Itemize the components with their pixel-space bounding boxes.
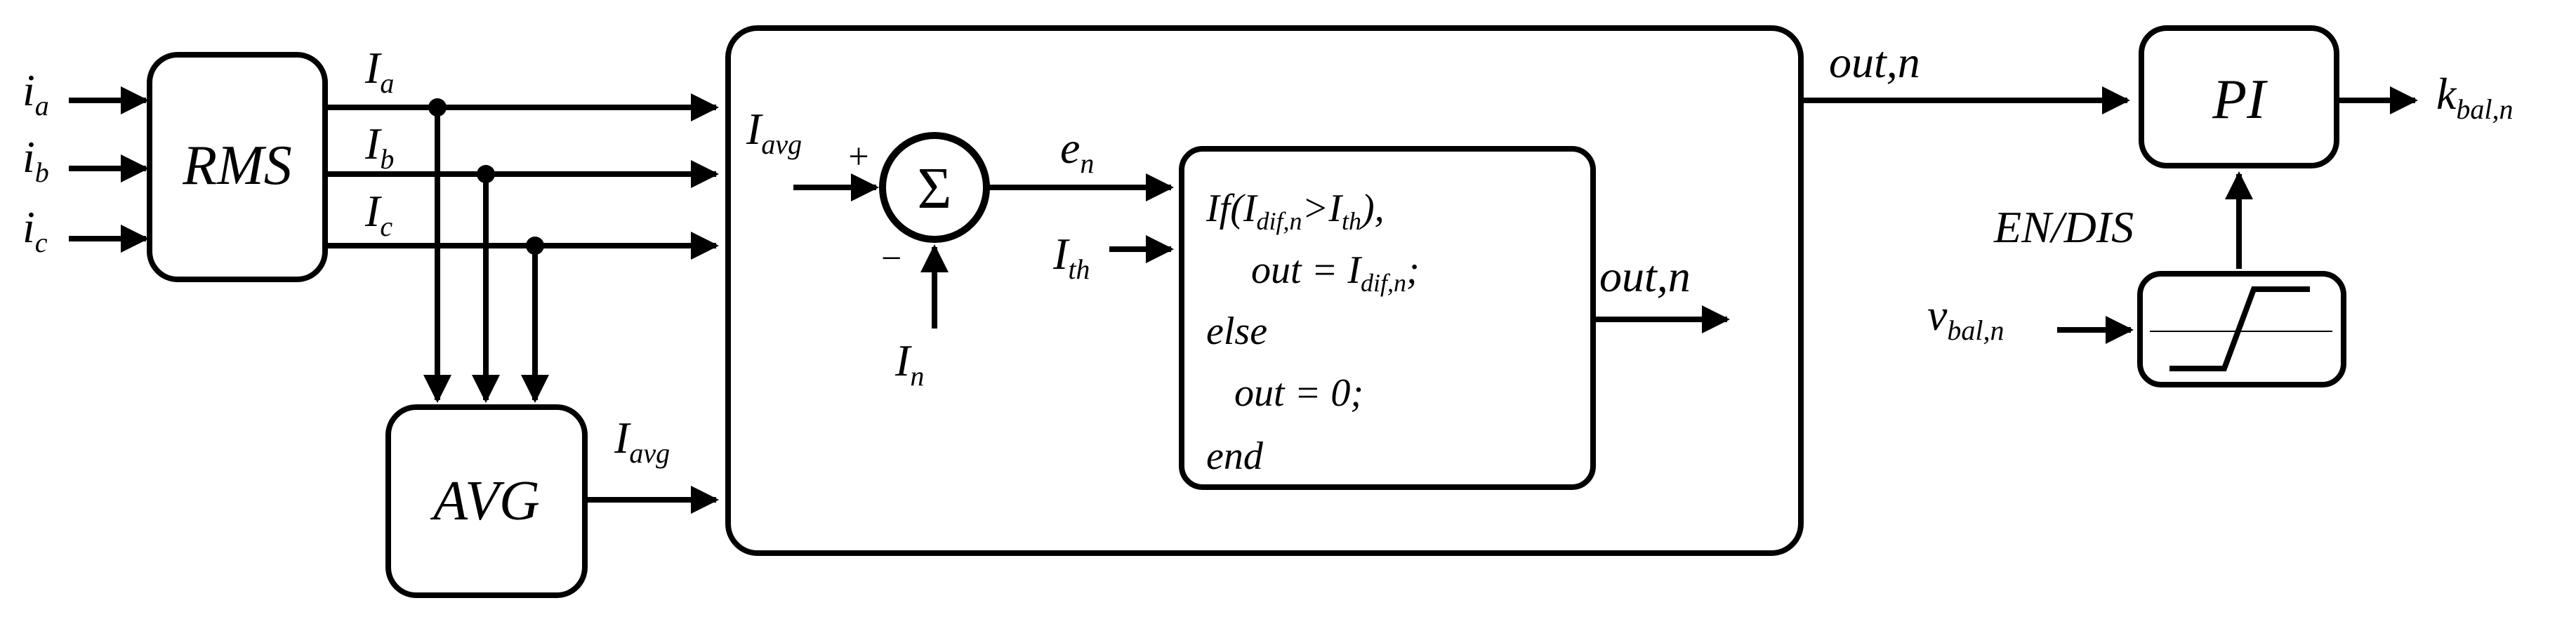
signal-ib-label: Ib [364, 119, 394, 175]
logic-line-2: out = Idif,n; [1251, 248, 1420, 297]
signal-in-label: In [894, 336, 924, 392]
sum-minus-sign: − [881, 239, 901, 279]
rms-block-label: RMS [182, 135, 292, 197]
signal-ith-label: Ith [1052, 229, 1090, 285]
rms-block [147, 52, 328, 282]
logic-line-1: If(Idif,n>Ith), [1206, 187, 1385, 235]
pi-block-label: PI [2212, 69, 2268, 131]
main-out-label: out,n [1829, 37, 1920, 87]
signal-iavg-label: Iavg [614, 413, 670, 469]
pi-controller-block [2139, 25, 2339, 168]
logic-line-5: end [1206, 434, 1264, 478]
summer-iavg-label: Iavg [746, 104, 802, 160]
inner-out-label: out,n [1599, 251, 1691, 301]
signal-ia-label: Ia [364, 43, 394, 99]
avg-block-label: AVG [430, 470, 540, 532]
logic-line-3: else [1206, 310, 1267, 353]
signal-v-label: vbal,n [1927, 290, 2004, 346]
signal-ic-label: Ic [364, 186, 392, 242]
summer-sigma: Σ [918, 156, 952, 221]
input-ic-label: ic [22, 202, 48, 258]
logic-line-4: out = 0; [1234, 371, 1363, 415]
input-ia-label: ia [22, 65, 49, 121]
input-ib-label: ib [22, 132, 49, 188]
signal-k-label: kbal,n [2436, 69, 2514, 125]
sum-plus-sign: + [846, 137, 871, 177]
en-dis-label: EN/DIS [1993, 202, 2134, 252]
saturation-curve-icon [2169, 286, 2310, 371]
signal-en-label: en [1060, 123, 1094, 179]
